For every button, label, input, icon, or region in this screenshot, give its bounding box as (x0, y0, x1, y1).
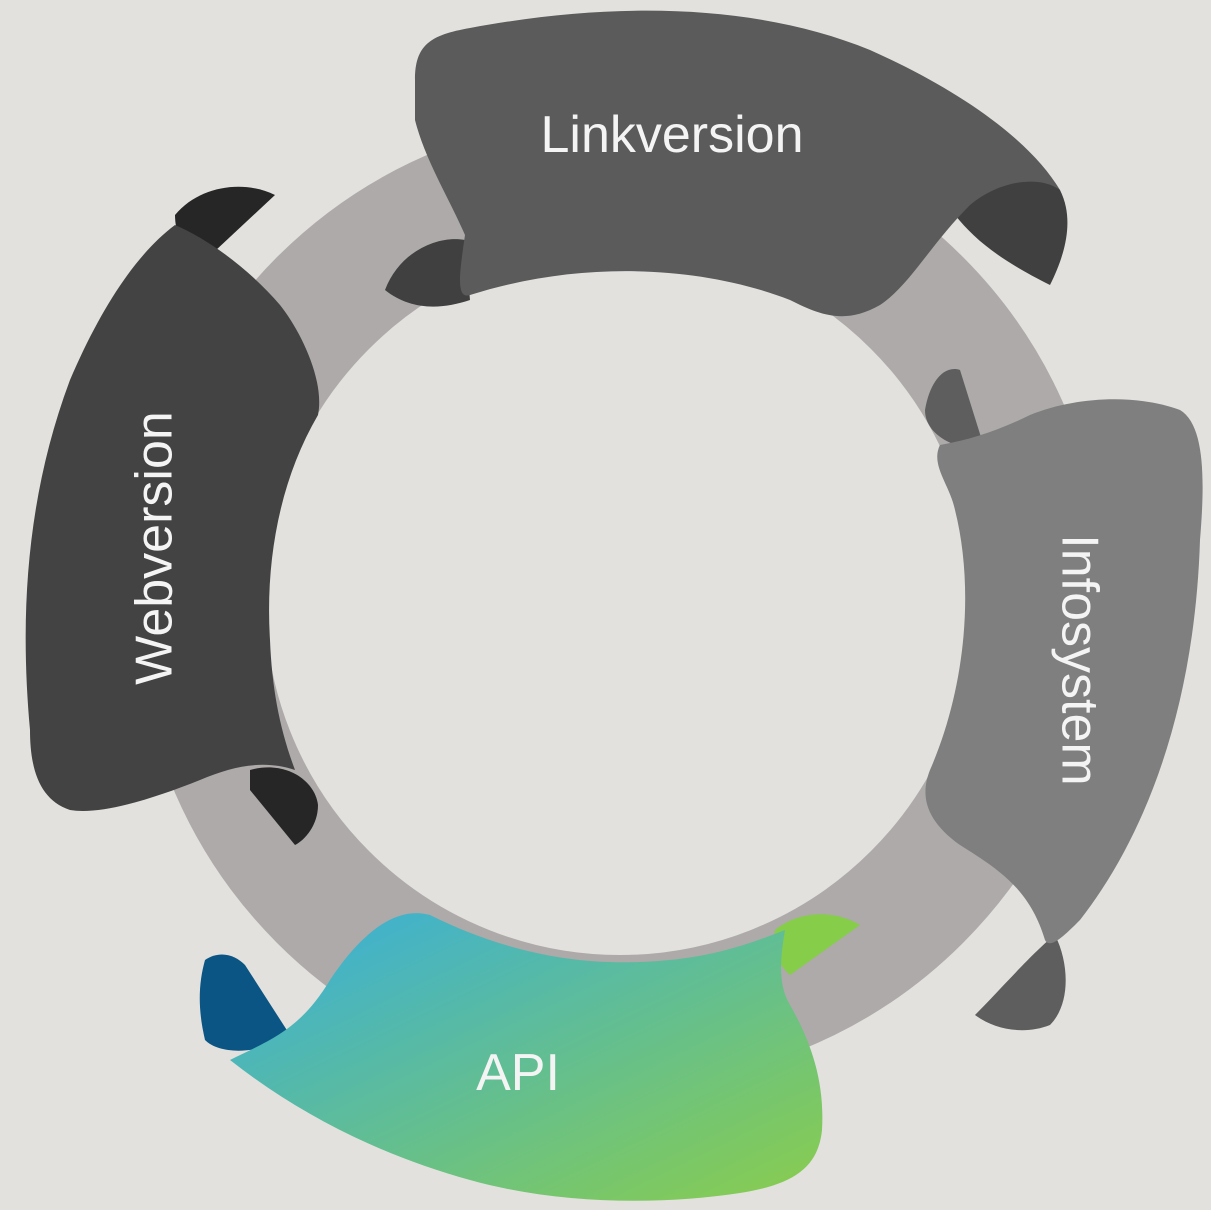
segment-infosystem (925, 399, 1203, 944)
linkversion-fold-right (955, 175, 1068, 285)
segment-linkversion (415, 10, 1060, 317)
label-api: API (476, 1044, 560, 1102)
label-linkversion: Linkversion (540, 106, 803, 164)
segment-webversion (25, 225, 320, 811)
api-fold-left (199, 954, 290, 1051)
infosystem-fold-bottom (975, 935, 1066, 1031)
linkversion-fold-left (385, 239, 470, 307)
infosystem-fold-top (925, 369, 985, 450)
api-fold-right (774, 914, 860, 975)
ring-band (135, 115, 1105, 1085)
label-infosystem: Infosystem (1050, 534, 1108, 785)
label-webversion: Webversion (126, 411, 184, 685)
segment-api (230, 913, 823, 1201)
webversion-fold-bottom (250, 767, 318, 845)
